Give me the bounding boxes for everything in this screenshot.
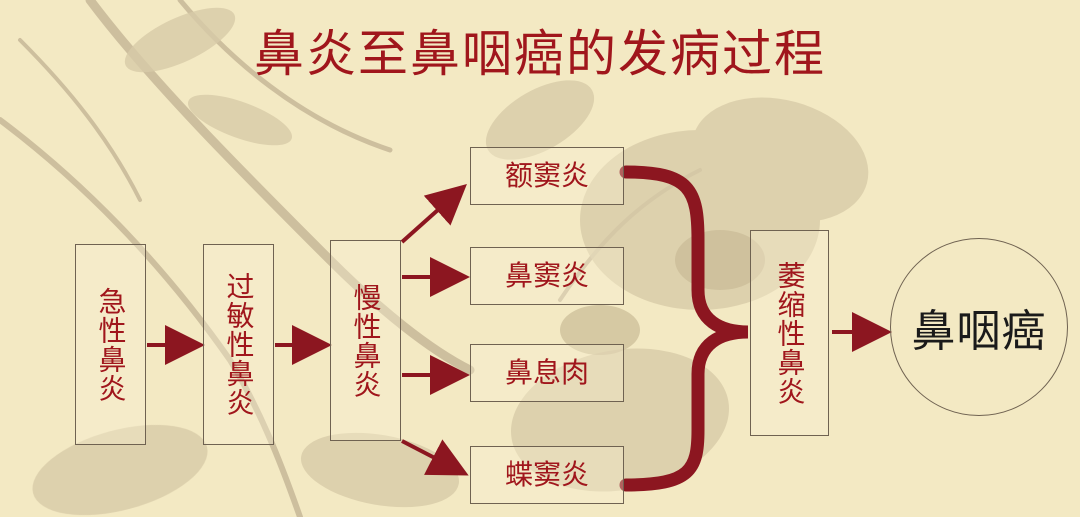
stage-sphenoid-sinusitis: 蝶窦炎 [470,446,624,504]
stage-sphenoid-label: 蝶窦炎 [504,458,589,491]
stage-frontal-label: 额窦炎 [504,159,589,192]
outcome-nasopharyngeal-cancer: 鼻咽癌 [890,238,1068,416]
stage-atrophic-label: 萎缩性鼻炎 [773,260,807,406]
stage-acute-rhinitis: 急性鼻炎 [75,244,146,445]
title-text: 鼻炎至鼻咽癌的发病过程 [254,25,826,83]
stage-acute-label: 急性鼻炎 [94,286,128,403]
stage-nasal-sinusitis: 鼻窦炎 [470,247,624,305]
stage-allergic-rhinitis: 过敏性鼻炎 [203,244,274,445]
stage-allergic-label: 过敏性鼻炎 [222,272,256,417]
outcome-cancer-label: 鼻咽癌 [911,306,1047,357]
stage-frontal-sinusitis: 额窦炎 [470,147,624,205]
stage-sinusitis-label: 鼻窦炎 [504,259,589,292]
stage-nasal-polyp: 鼻息肉 [470,344,624,402]
stage-chronic-label: 慢性鼻炎 [349,282,383,399]
merge-brace [619,165,749,492]
stage-polyp-label: 鼻息肉 [504,356,589,389]
arrow-chronic-to-sphenoid [401,439,469,476]
stage-atrophic-rhinitis: 萎缩性鼻炎 [750,230,829,436]
stage-chronic-rhinitis: 慢性鼻炎 [330,240,401,441]
diagram-title: 鼻炎至鼻咽癌的发病过程 [0,24,1080,84]
arrow-chronic-to-frontal [400,184,467,244]
